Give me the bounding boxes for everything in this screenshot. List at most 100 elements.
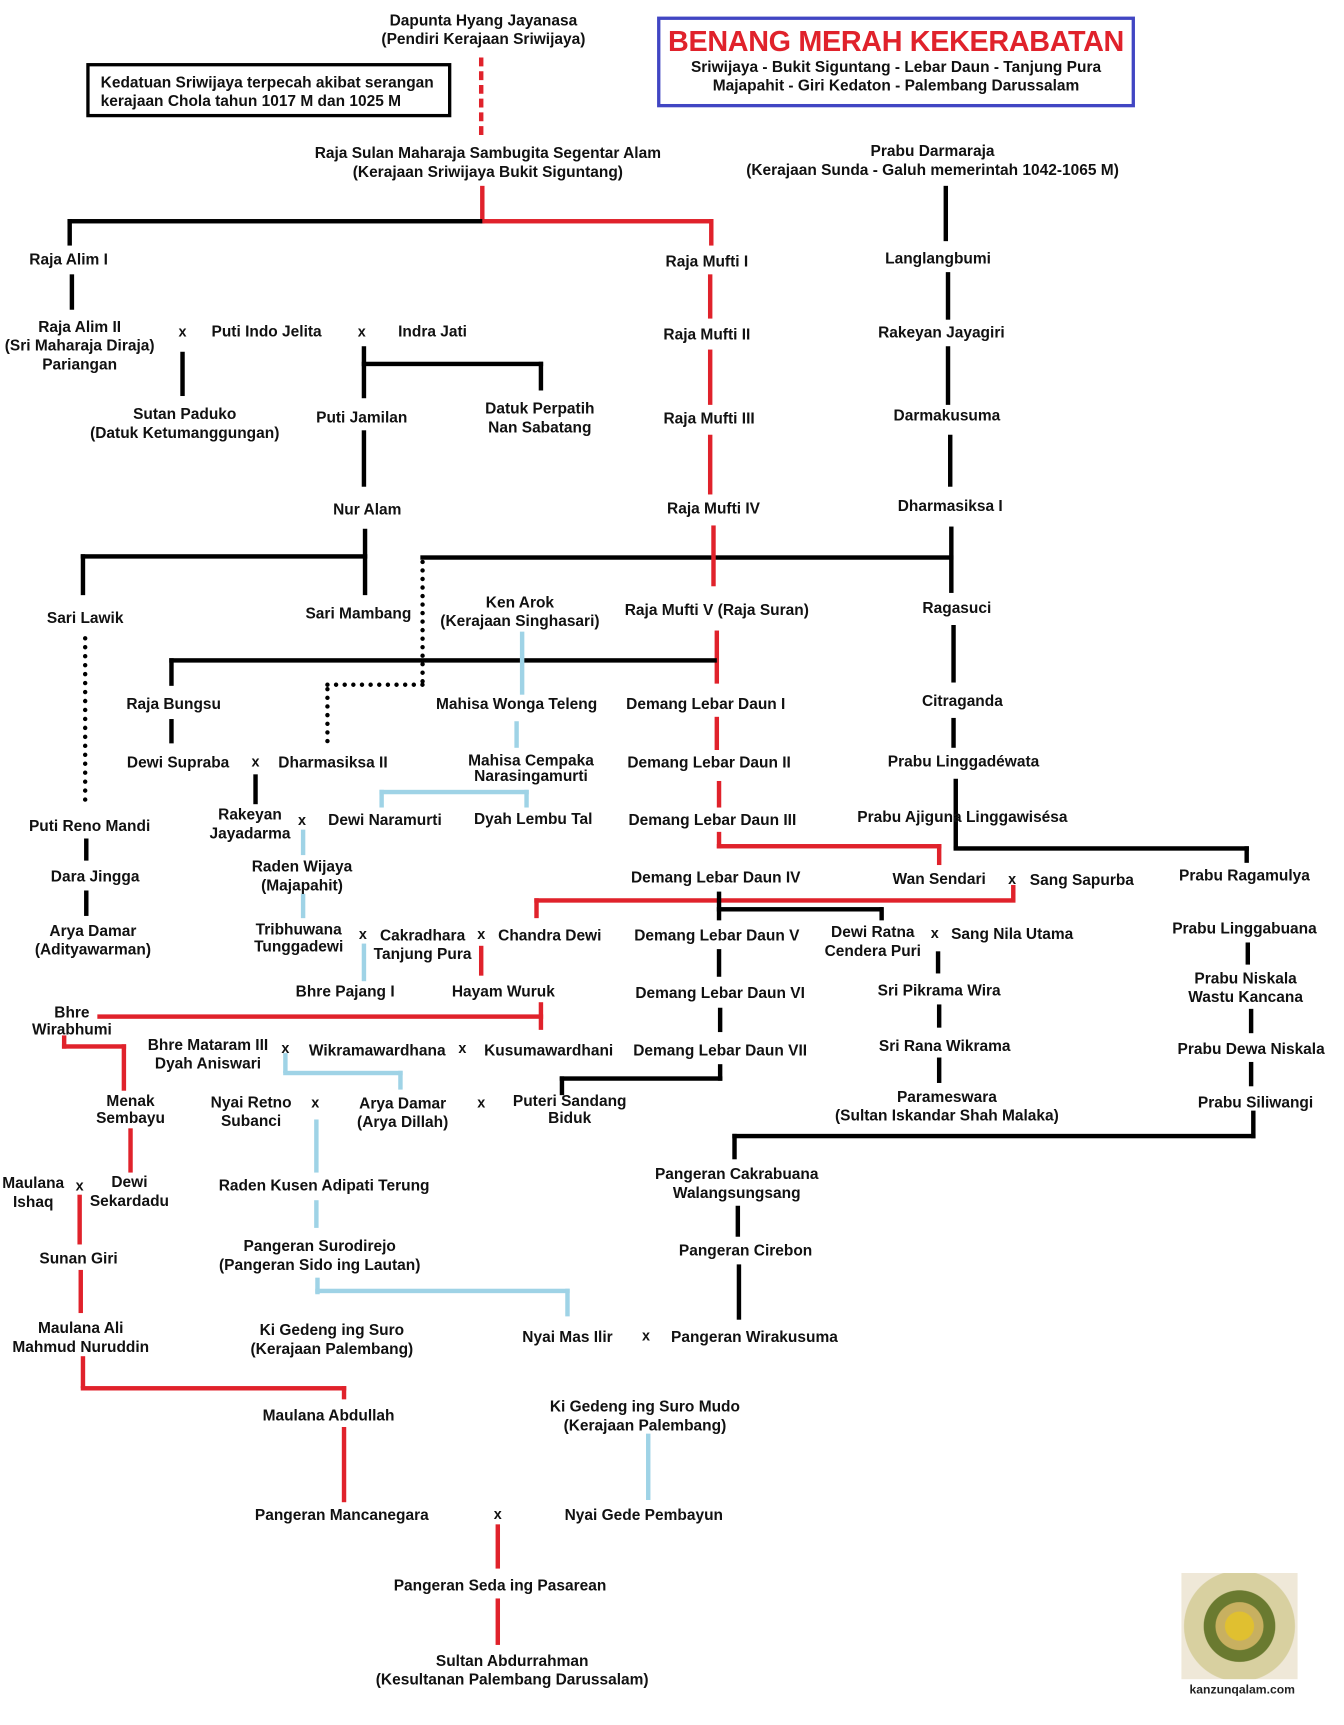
name-line: Bhre <box>54 1003 90 1022</box>
person-sri-pikrama-wira: Sri Pikrama Wira <box>878 981 1001 1000</box>
person-pangeran-cirebon: Pangeran Cirebon <box>679 1241 812 1260</box>
name-line: Raja Bungsu <box>126 694 222 713</box>
person-dapunta-hyang-jayanasa: Dapunta Hyang Jayanasa(Pendiri Kerajaan … <box>381 11 585 49</box>
person-prabu-ragamulya: Prabu Ragamulya <box>1179 866 1310 885</box>
black-link <box>84 890 89 916</box>
name-line: Prabu Dewa Niskala <box>1177 1039 1325 1058</box>
black-link <box>420 555 954 560</box>
black-link <box>716 949 722 977</box>
black-link <box>716 891 722 921</box>
name-line: (Sri Maharaja Diraja) <box>4 336 155 354</box>
black-link <box>361 346 367 399</box>
diagram-title: BENANG MERAH KEKERABATAN <box>668 24 1124 58</box>
name-line: Raja Mufti III <box>663 409 755 427</box>
name-line: Dapunta Hyang Jayanasa <box>389 11 578 29</box>
name-line: Wirabhumi <box>31 1019 112 1038</box>
name-line: Demang Lebar Daun III <box>628 810 797 829</box>
name-line: Dharmasiksa I <box>897 496 1003 515</box>
name-line: Ishaq <box>12 1192 54 1211</box>
marriage-symbol: x <box>251 753 260 770</box>
person-wikramawardhana: Wikramawardhana <box>309 1041 446 1060</box>
person-prabu-linggadewata: Prabu Linggadéwata <box>888 752 1039 771</box>
name-line: Maulana Abdullah <box>262 1405 395 1424</box>
blue-link <box>300 893 306 919</box>
person-darmakusuma: Darmakusuma <box>894 406 1001 425</box>
red-link <box>707 349 713 405</box>
person-dharmasiksa-i: Dharmasiksa I <box>898 497 1003 516</box>
black-link <box>732 1133 737 1160</box>
person-langlangbumi: Langlangbumi <box>885 249 991 268</box>
name-line: Rakeyan Jayagiri <box>878 323 1005 341</box>
person-rakeyan-jayagiri: Rakeyan Jayagiri <box>878 323 1005 342</box>
black-link <box>949 526 954 593</box>
name-line: Nur Alam <box>333 500 402 518</box>
black-link <box>717 1007 723 1033</box>
red-link <box>495 1598 501 1645</box>
black-link <box>948 434 953 487</box>
name-line: Nyai Retno <box>210 1092 292 1111</box>
black-link <box>1248 1061 1254 1087</box>
name-line: Sang Sapurba <box>1029 870 1134 889</box>
person-sari-mambang: Sari Mambang <box>305 604 411 623</box>
person-prabu-dewa-niskala: Prabu Dewa Niskala <box>1178 1040 1325 1059</box>
person-sunan-giri: Sunan Giri <box>39 1249 117 1268</box>
person-prabu-siliwangi: Prabu Siliwangi <box>1198 1093 1313 1112</box>
note-line: Kedatuan Sriwijaya terpecah akibat seran… <box>100 73 434 91</box>
name-line: Wastu Kancana <box>1188 987 1303 1006</box>
person-indra-jati: Indra Jati <box>398 322 467 341</box>
name-line: Puteri Sandang <box>512 1091 627 1110</box>
marriage-symbol: x <box>358 925 367 943</box>
name-line: Datuk Perpatih <box>485 399 595 418</box>
name-line: Dyah Aniswari <box>154 1054 262 1072</box>
person-mahisa-wonga-teleng: Mahisa Wonga Teleng <box>436 695 597 714</box>
note-line: kerajaan Chola tahun 1017 M dan 1025 M <box>100 91 402 110</box>
name-line: Sari Mambang <box>305 603 412 622</box>
blue-link <box>646 1433 651 1501</box>
person-demang-lebar-daun-vii: Demang Lebar Daun VII <box>633 1041 807 1060</box>
name-line: Raja Mufti IV <box>667 498 760 517</box>
name-line: Pangeran Cirebon <box>678 1241 813 1259</box>
name-line: Dewi Ratna <box>831 922 915 941</box>
blue-link <box>524 789 529 808</box>
marriage-symbol: x <box>930 924 939 942</box>
person-raden-kusen: Raden Kusen Adipati Terung <box>219 1176 430 1195</box>
dashed-red-link <box>478 57 484 135</box>
name-line: Ki Gedeng ing Suro Mudo <box>549 1397 740 1415</box>
name-line: Tanjung Pura <box>373 944 472 963</box>
name-line: Raja Mufti I <box>665 252 749 270</box>
person-bhre-pajang-i: Bhre Pajang I <box>296 982 395 1001</box>
black-link <box>735 1205 741 1237</box>
name-line: (Kesultanan Palembang Darussalam) <box>375 1670 649 1689</box>
name-line: Wan Sendari <box>892 869 986 888</box>
person-demang-lebar-daun-vi: Demang Lebar Daun VI <box>635 983 805 1002</box>
name-line: Demang Lebar Daun VI <box>635 983 805 1002</box>
person-raja-mufti-i: Raja Mufti I <box>666 252 749 271</box>
watermark-text: kanzunqalam.com <box>1189 1683 1296 1697</box>
name-line: Cendera Puri <box>824 941 921 960</box>
name-line: Demang Lebar Daun IV <box>630 868 801 887</box>
person-demang-lebar-daun-i: Demang Lebar Daun I <box>626 695 785 714</box>
name-line: Prabu Ragamulya <box>1179 866 1310 884</box>
name-line: Nan Sabatang <box>488 418 592 436</box>
person-dharmasiksa-ii: Dharmasiksa II <box>278 753 387 772</box>
person-raja-alim-i: Raja Alim I <box>29 250 108 269</box>
black-link <box>67 219 485 224</box>
red-link <box>480 185 485 224</box>
blue-link <box>314 1200 319 1228</box>
red-link <box>936 844 942 866</box>
marriage-symbol: x <box>297 811 306 829</box>
name-line: (Kerajaan Palembang) <box>250 1339 414 1358</box>
name-line: (Pangeran Sido ing Lautan) <box>219 1255 421 1274</box>
name-line: Citraganda <box>921 691 1003 710</box>
note-box: Kedatuan Sriwijaya terpecah akibat seran… <box>86 63 452 118</box>
black-link <box>67 219 72 246</box>
name-line: Puti Jamilan <box>316 408 408 426</box>
name-line: Jayadarma <box>209 824 291 842</box>
